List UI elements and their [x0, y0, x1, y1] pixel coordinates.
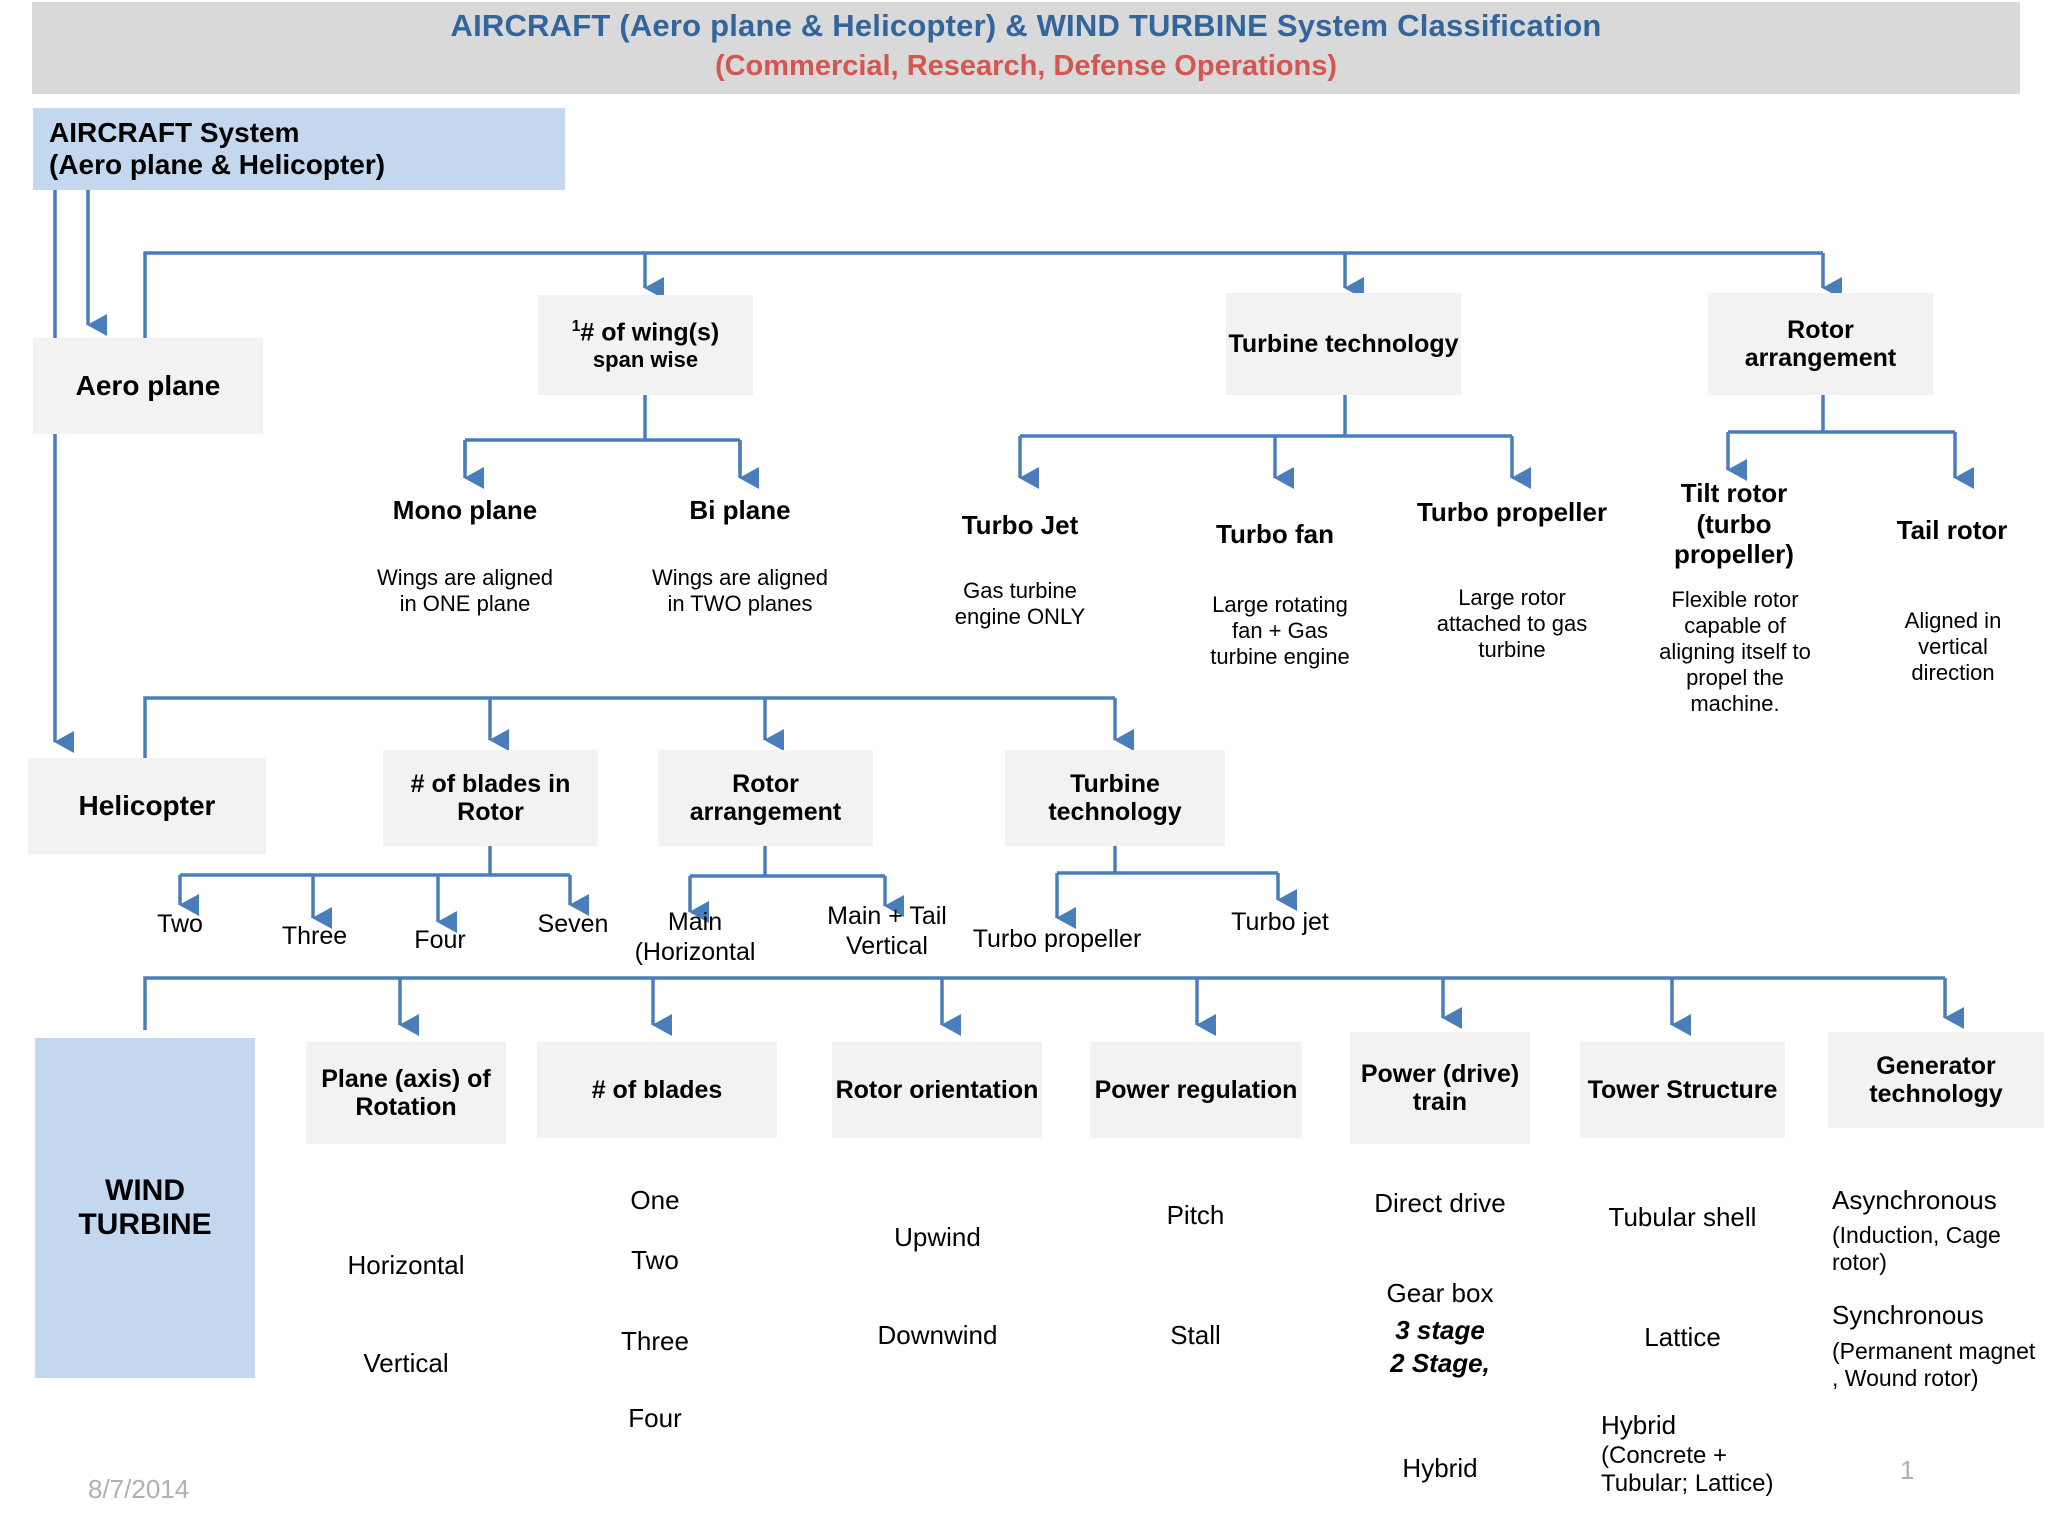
- wt-item-gear-box: Gear box: [1386, 1278, 1494, 1308]
- leaf-mono-plane: Mono plane: [392, 495, 538, 525]
- wt-item-lattice: Lattice: [1644, 1322, 1721, 1352]
- leaf-tail-rotor: Tail rotor: [1896, 515, 2008, 545]
- wind-turbine-root-line1: WIND: [105, 1173, 185, 1207]
- wt-column-title-plane-axis-of-rotation[interactable]: Plane (axis) of Rotation: [306, 1042, 506, 1144]
- wt-item-blades-one: One: [630, 1185, 680, 1215]
- wt-item-vertical: Vertical: [363, 1348, 449, 1378]
- wt-item-tower-hybrid-detail: (Concrete + Tubular; Lattice): [1601, 1442, 1774, 1498]
- helicopter-box[interactable]: Helicopter: [28, 758, 266, 854]
- page-subtitle: (Commercial, Research, Defense Operation…: [714, 50, 1338, 82]
- wt-item-blades-three: Three: [621, 1326, 689, 1356]
- leaf-heli-turbo-propeller: Turbo propeller: [972, 925, 1142, 953]
- desc-mono-plane: Wings are aligned in ONE plane: [376, 565, 554, 616]
- leaf-heli-blades-four: Four: [414, 926, 466, 954]
- page-title: AIRCRAFT (Aero plane & Helicopter) & WIN…: [450, 8, 1602, 43]
- wt-item-blades-two: Two: [631, 1245, 679, 1275]
- wt-column-title-generator-technology[interactable]: Generator technology: [1828, 1032, 2044, 1128]
- leaf-heli-blades-three: Three: [281, 922, 348, 950]
- leaf-turbo-fan: Turbo fan: [1216, 519, 1334, 549]
- wt-item-horizontal: Horizontal: [347, 1250, 465, 1280]
- heli-turbine-technology-title: Turbine technology: [1048, 769, 1182, 827]
- aircraft-root-box[interactable]: AIRCRAFT System (Aero plane & Helicopter…: [33, 108, 565, 190]
- wt-item-downwind: Downwind: [877, 1320, 998, 1350]
- heli-num-of-blades-title: # of blades in Rotor: [410, 769, 571, 827]
- wt-item-blades-four: Four: [628, 1403, 682, 1433]
- wt-column-title-rotor-orientation[interactable]: Rotor orientation: [832, 1042, 1042, 1138]
- wind-turbine-root-box[interactable]: WIND TURBINE: [35, 1038, 255, 1378]
- wt-item-drive-hybrid: Hybrid: [1402, 1453, 1478, 1483]
- leaf-bi-plane: Bi plane: [689, 495, 791, 525]
- wt-item-upwind: Upwind: [894, 1222, 981, 1252]
- desc-turbo-jet: Gas turbine engine ONLY: [954, 578, 1086, 629]
- wt-item-gear-3-stage: 3 stage: [1395, 1315, 1485, 1345]
- num-of-wings-superscript: 1: [571, 318, 581, 336]
- leaf-heli-blades-two: Two: [157, 910, 203, 938]
- aeroplane-label: Aero plane: [75, 370, 221, 402]
- aero-turbine-technology-title: Turbine technology: [1228, 329, 1459, 358]
- wt-item-synchronous-detail: (Permanent magnet , Wound rotor): [1832, 1338, 2036, 1392]
- wt-item-direct-drive: Direct drive: [1374, 1188, 1506, 1218]
- wt-item-pitch: Pitch: [1166, 1200, 1225, 1230]
- desc-turbo-propeller: Large rotor attached to gas turbine: [1436, 585, 1588, 662]
- desc-turbo-fan: Large rotating fan + Gas turbine engine: [1210, 592, 1350, 669]
- leaf-heli-rotor-main: Main (Horizontal: [634, 908, 756, 966]
- leaf-turbo-jet: Turbo Jet: [961, 510, 1079, 540]
- branch-box-heli-turbine-technology[interactable]: Turbine technology: [1005, 750, 1225, 846]
- aircraft-root-line2: (Aero plane & Helicopter): [49, 149, 386, 180]
- branch-box-heli-rotor-arrangement[interactable]: Rotor arrangement: [658, 750, 873, 846]
- branch-box-aero-turbine-technology[interactable]: Turbine technology: [1226, 293, 1461, 395]
- wt-item-asynchronous: Asynchronous: [1832, 1185, 1997, 1215]
- wt-column-title-num-of-blades[interactable]: # of blades: [537, 1042, 777, 1138]
- desc-tail-rotor: Aligned in vertical direction: [1904, 608, 2002, 685]
- title-bar: [32, 2, 2020, 94]
- leaf-turbo-propeller: Turbo propeller: [1416, 497, 1608, 527]
- aero-rotor-arrangement-title: Rotor arrangement: [1744, 315, 1897, 373]
- wt-column-title-tower-structure[interactable]: Tower Structure: [1580, 1042, 1785, 1138]
- helicopter-label: Helicopter: [78, 790, 216, 822]
- leaf-tilt-rotor: Tilt rotor (turbo propeller): [1674, 478, 1794, 570]
- aircraft-root-line1: AIRCRAFT System: [49, 117, 300, 149]
- num-of-wings-title: 1# of wing(s): [571, 318, 720, 347]
- leaf-heli-blades-seven: Seven: [537, 910, 609, 938]
- wt-item-stall: Stall: [1170, 1320, 1221, 1350]
- desc-bi-plane: Wings are aligned in TWO planes: [651, 565, 829, 616]
- branch-box-heli-num-of-blades[interactable]: # of blades in Rotor: [383, 750, 598, 846]
- footer-date: 8/7/2014: [88, 1474, 190, 1504]
- leaf-heli-turbo-jet: Turbo jet: [1231, 908, 1329, 936]
- aeroplane-box[interactable]: Aero plane: [33, 338, 263, 434]
- wt-item-asynchronous-detail: (Induction, Cage rotor): [1832, 1222, 2001, 1276]
- desc-tilt-rotor: Flexible rotor capable of aligning itsel…: [1659, 587, 1811, 716]
- wt-item-gear-2-stage: 2 Stage,: [1390, 1348, 1490, 1378]
- wt-item-synchronous: Synchronous: [1832, 1300, 1984, 1330]
- wt-item-tubular-shell: Tubular shell: [1608, 1202, 1757, 1232]
- page-number: 1: [1900, 1455, 1915, 1485]
- branch-box-aero-rotor-arrangement[interactable]: Rotor arrangement: [1708, 293, 1933, 395]
- heli-rotor-arrangement-title: Rotor arrangement: [689, 769, 842, 827]
- wind-turbine-root-line2: TURBINE: [78, 1208, 212, 1241]
- num-of-wings-subtitle: span wise: [592, 346, 699, 372]
- wt-column-title-power-regulation[interactable]: Power regulation: [1090, 1042, 1302, 1138]
- branch-box-num-of-wings[interactable]: 1# of wing(s) span wise: [538, 295, 753, 395]
- wt-column-title-power-drive-train[interactable]: Power (drive) train: [1350, 1032, 1530, 1144]
- wt-item-tower-hybrid: Hybrid: [1601, 1410, 1677, 1440]
- leaf-heli-rotor-main-tail: Main + Tail Vertical: [827, 902, 947, 960]
